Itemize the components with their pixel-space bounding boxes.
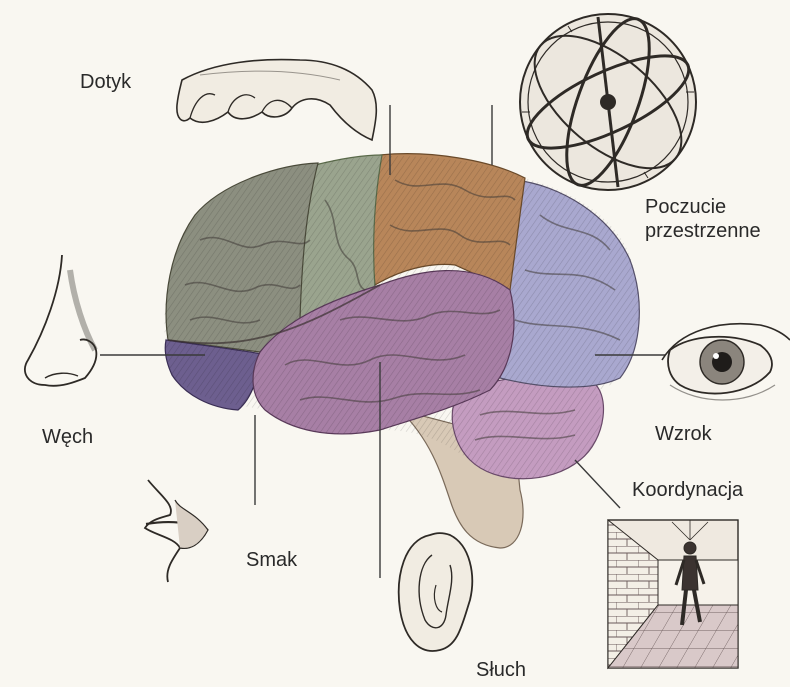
label-hearing: Słuch <box>476 658 526 682</box>
label-vision: Wzrok <box>655 422 712 446</box>
label-taste: Smak <box>246 548 297 572</box>
hand-illustration <box>177 60 376 140</box>
label-coordination: Koordynacja <box>632 478 743 502</box>
label-spatial-sense: Poczucie przestrzenne <box>645 195 761 243</box>
label-smell: Węch <box>42 425 93 449</box>
armillary-sphere-illustration <box>512 9 705 195</box>
nose-illustration <box>25 255 97 386</box>
ear-illustration <box>399 533 472 651</box>
eye-illustration <box>662 324 790 400</box>
label-spatial-line1: Poczucie <box>645 195 761 219</box>
brain <box>164 154 639 548</box>
label-touch: Dotyk <box>80 70 131 94</box>
lips-illustration <box>145 480 208 582</box>
pointer-coordination <box>575 460 620 508</box>
corridor-illustration <box>608 520 738 668</box>
label-spatial-line2: przestrzenne <box>645 219 761 243</box>
